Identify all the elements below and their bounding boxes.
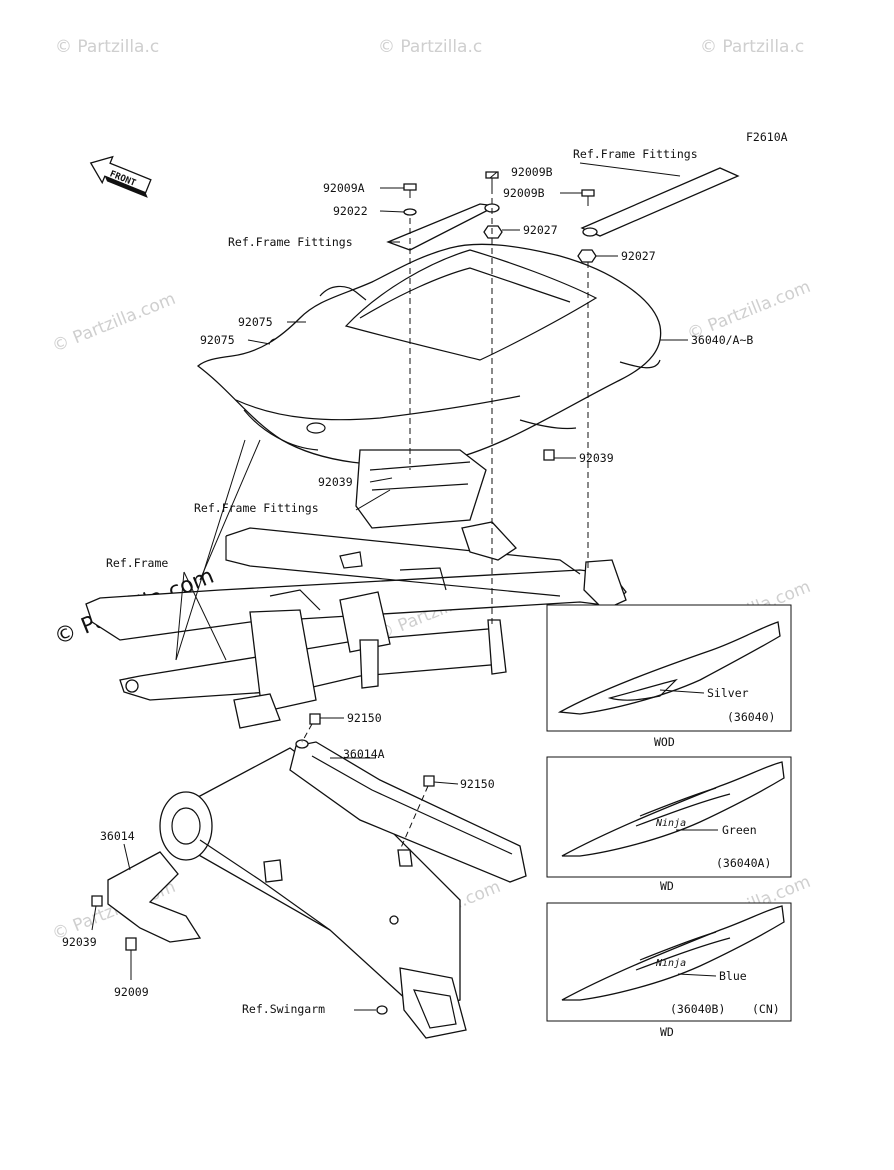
variant-green-part: (36040A) [716,856,771,870]
variant-blue-extra: (CN) [752,1002,780,1016]
leader-lines [91,162,688,1011]
diagram-code: F2610A [746,130,788,144]
variant-blue-decal: Ninja [655,958,686,969]
label-92027-b: 92027 [621,249,656,263]
label-ref-frame: Ref.Frame [106,556,168,570]
label-92150-a: 92150 [347,711,382,725]
variant-green-decal: Ninja [655,818,686,829]
variant-box-green: Ninja Green (36040A) WD [546,756,792,893]
strap-fitting-right [580,167,740,237]
clip-92039-right-icon [543,449,555,461]
label-92075-b: 92075 [200,333,235,347]
part-labels: Ref.Frame Fittings 92009B 92009A 92009B … [62,147,753,1016]
label-92150-b: 92150 [460,777,495,791]
watermark-top-center: © Partzilla.c [378,37,482,57]
label-92027-a: 92027 [523,223,558,237]
clip-92150-a-icon [309,713,321,725]
frame [85,449,627,729]
clip-92150-b-icon [423,775,435,787]
variant-blue-color: Blue [719,969,747,983]
label-92039-left: 92039 [62,935,97,949]
label-92039-center: 92039 [318,475,353,489]
variant-silver-part: (36040) [727,710,775,724]
assembly-lines [301,188,589,851]
variant-box-silver: Silver (36040) WOD [546,604,792,749]
label-ref-swingarm: Ref.Swingarm [242,1002,325,1016]
front-arrow-icon: FRONT [89,155,152,198]
label-92009b-b: 92009B [503,186,545,200]
label-92009: 92009 [114,985,149,999]
variant-blue-part: (36040B) [670,1002,725,1016]
variant-green-color: Green [722,823,757,837]
variant-silver-model: WOD [654,735,675,749]
watermark-top-right: © Partzilla.c [700,37,804,57]
watermark-mid-left: © Partzilla.com [49,289,178,357]
swingarm-assembly [91,713,527,1039]
bolt-92009-icon [125,937,137,951]
variant-green-model: WD [660,879,674,893]
variant-silver-color: Silver [707,686,749,700]
label-36040-a-b: 36040/A~B [691,333,753,347]
grommet-92027-b-icon [577,249,597,263]
bolt-92009b-b-icon [581,189,595,197]
washer-92022-icon [403,208,417,216]
watermark-top-left: © Partzilla.c [55,37,159,57]
variant-box-blue: Ninja Blue (36040B) (CN) WD [546,902,792,1039]
label-92009a: 92009A [323,181,365,195]
grommet-92027-a-icon [483,225,503,239]
label-ref-frame-fittings-top: Ref.Frame Fittings [573,147,698,161]
label-92039-right: 92039 [579,451,614,465]
label-92009b-a: 92009B [511,165,553,179]
label-ref-frame-fittings-left: Ref.Frame Fittings [228,235,353,249]
bolt-92009a-icon [403,183,417,191]
label-ref-frame-fittings-mid: Ref.Frame Fittings [194,501,319,515]
clip-92039-left-icon [91,895,103,907]
label-92022: 92022 [333,204,368,218]
label-36014a: 36014A [343,747,385,761]
tail-cowl [196,243,662,466]
label-92075-a: 92075 [238,315,273,329]
variant-blue-model: WD [660,1025,674,1039]
label-36014: 36014 [100,829,135,843]
